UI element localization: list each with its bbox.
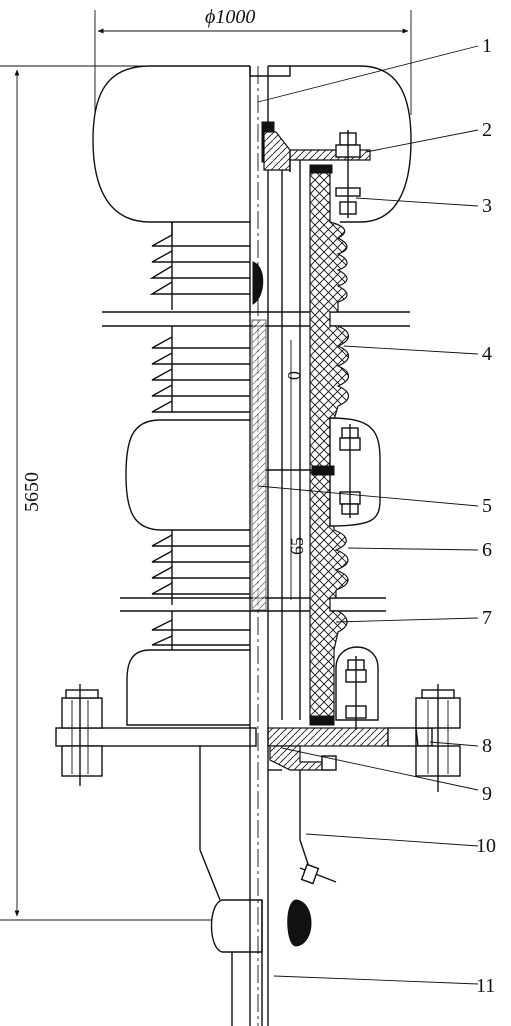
callout-6: 6 (482, 539, 492, 561)
callout-2: 2 (482, 119, 492, 141)
section-label-lower: 65 (287, 537, 307, 555)
callout-4: 4 (482, 343, 492, 365)
callout-8: 8 (482, 735, 492, 757)
central-conductor (249, 66, 269, 1026)
lower-porcelain-sheds (151, 530, 250, 605)
upper-bolt (335, 130, 361, 218)
callout-11: 11 (476, 975, 495, 997)
bottom-porcelain-sheds (126, 611, 250, 726)
callout-10: 10 (476, 835, 496, 857)
lower-fitting (268, 745, 337, 871)
middle-porcelain-sheds (151, 326, 250, 413)
callout-3: 3 (482, 195, 492, 217)
callout-leaders (257, 45, 479, 985)
callout-7: 7 (482, 607, 492, 629)
lower-tube (199, 746, 263, 1026)
flange-bolt-right (415, 684, 461, 792)
top-grading-shield (92, 65, 250, 223)
porcelain-insulator-body (309, 171, 350, 721)
lower-clamp-cap (309, 646, 379, 730)
lower-bolt (287, 863, 337, 947)
middle-grading-shield (125, 419, 250, 531)
callout-1: 1 (482, 35, 492, 57)
middle-clamp-ring (266, 417, 381, 527)
callout-5: 5 (482, 495, 492, 517)
diameter-label: ϕ1000 (205, 6, 255, 28)
mounting-flange (55, 727, 433, 747)
section-label-upper: 0 (284, 371, 304, 380)
diameter-dimension: ϕ1000 (94, 6, 412, 115)
flange-bolt-left (61, 684, 103, 786)
height-label: 5650 (21, 472, 43, 512)
upper-clamp-fitting (263, 131, 371, 174)
upper-porcelain-sheds (149, 222, 250, 310)
callout-9: 9 (482, 783, 492, 805)
callout-numbers: 1 2 3 4 5 6 7 8 9 10 11 (476, 35, 496, 997)
inner-tube (281, 160, 301, 720)
